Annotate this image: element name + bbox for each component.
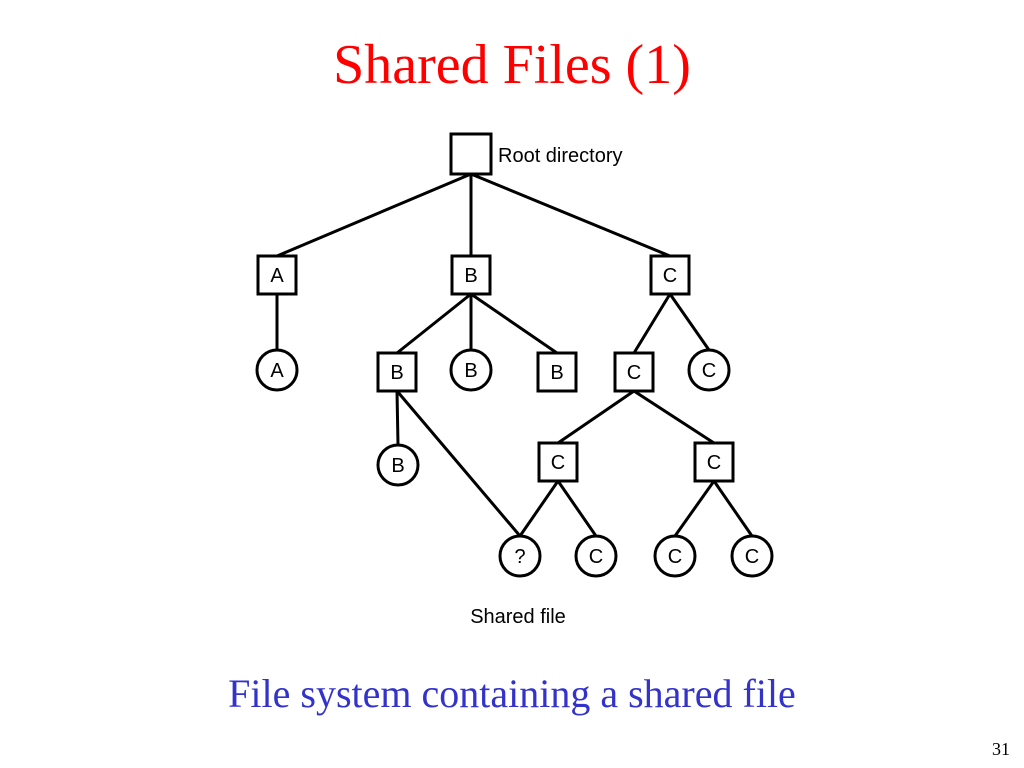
node-label: C — [707, 452, 721, 474]
node-label: C — [627, 362, 641, 384]
node-label: B — [464, 265, 477, 287]
node-label: B — [464, 360, 477, 382]
directory-node-dirB3: B — [536, 351, 578, 393]
edge-dirB-to-dirB2 — [395, 292, 473, 355]
directory-node-dirB2: B — [376, 351, 418, 393]
file-node-fileB1: B — [449, 348, 493, 392]
edge-dirC4-to-fileC4 — [712, 479, 754, 538]
edge-dirC-to-dirC2 — [632, 292, 672, 355]
edge-dirC4-to-fileC3 — [673, 479, 716, 538]
file-circle — [255, 348, 299, 392]
node-label: C — [745, 546, 759, 568]
shared-file-label: Shared file — [470, 606, 566, 628]
node-label: A — [270, 265, 284, 287]
node-label: C — [663, 265, 677, 287]
file-node-sharedFile: ? — [498, 534, 542, 578]
edge-dirC3-to-fileC2 — [556, 479, 598, 538]
edge-dirC2-to-dirC4 — [632, 389, 716, 445]
tree-edges — [275, 172, 754, 538]
edge-dirB2-to-sharedFile — [395, 389, 522, 538]
tree-nodes: A B C A B B B C C B C C? C C C — [255, 132, 774, 578]
node-label: C — [668, 546, 682, 568]
edge-root-to-dirA — [275, 172, 473, 258]
slide-number: 31 — [992, 739, 1010, 759]
edge-dirC3-to-sharedFile — [518, 479, 560, 538]
node-label: B — [391, 455, 404, 477]
edge-dirC-to-fileC1 — [668, 292, 711, 352]
node-label: C — [551, 452, 565, 474]
directory-box — [537, 441, 579, 483]
directory-node-dirB: B — [450, 254, 492, 296]
node-label: B — [390, 362, 403, 384]
directory-box — [613, 351, 655, 393]
edge-dirB2-to-fileB2 — [395, 389, 400, 447]
root-directory-label: Root directory — [498, 145, 623, 167]
directory-node-dirC: C — [649, 254, 691, 296]
file-circle — [730, 534, 774, 578]
directory-node-root — [449, 132, 493, 176]
node-label: ? — [514, 546, 525, 568]
node-label: B — [550, 362, 563, 384]
file-node-fileC3: C — [653, 534, 697, 578]
file-node-fileB2: B — [376, 443, 420, 487]
file-node-fileC4: C — [730, 534, 774, 578]
node-label: C — [589, 546, 603, 568]
edge-dirC2-to-dirC3 — [556, 389, 636, 445]
node-label: A — [270, 360, 284, 382]
directory-box — [536, 351, 578, 393]
file-circle — [498, 534, 542, 578]
file-circle — [653, 534, 697, 578]
file-circle — [574, 534, 618, 578]
file-circle — [376, 443, 420, 487]
directory-box — [693, 441, 735, 483]
node-label: C — [702, 360, 716, 382]
directory-box — [256, 254, 298, 296]
file-node-fileA: A — [255, 348, 299, 392]
file-node-fileC2: C — [574, 534, 618, 578]
directory-box — [376, 351, 418, 393]
directory-box — [649, 254, 691, 296]
file-node-fileC1: C — [687, 348, 731, 392]
directory-box — [449, 132, 493, 176]
directory-node-dirC4: C — [693, 441, 735, 483]
file-circle — [449, 348, 493, 392]
directory-node-dirC3: C — [537, 441, 579, 483]
directory-node-dirC2: C — [613, 351, 655, 393]
slide-caption: File system containing a shared file — [228, 671, 796, 716]
edge-dirB-to-dirB3 — [469, 292, 559, 355]
edge-root-to-dirC — [469, 172, 672, 258]
slide-title: Shared Files (1) — [333, 34, 691, 96]
directory-node-dirA: A — [256, 254, 298, 296]
file-circle — [687, 348, 731, 392]
directory-box — [450, 254, 492, 296]
